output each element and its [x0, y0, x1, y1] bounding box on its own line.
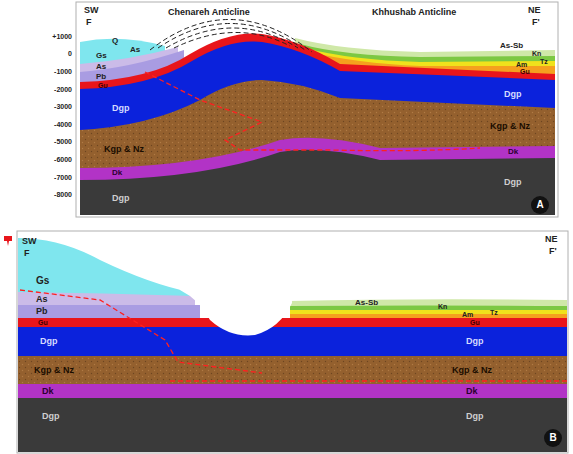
formation-label: Dk	[466, 387, 478, 396]
section-end: F	[24, 249, 30, 258]
section-a-layers	[80, 19, 555, 215]
formation-label: Kgp & Nz	[104, 145, 144, 154]
formation-label: Dk	[42, 387, 54, 396]
formation-label: Kn	[532, 50, 541, 57]
panel-badge	[544, 429, 562, 447]
formation-label: Q	[112, 37, 118, 45]
formation-label: Tz	[540, 58, 548, 65]
section-end: NE	[545, 235, 558, 244]
structure-name: Khhushab Anticline	[372, 8, 456, 17]
section-end: NE	[528, 6, 541, 15]
panel-letter: A	[536, 200, 543, 210]
section-end: F'	[549, 247, 557, 256]
formation-label: Dk	[112, 169, 122, 177]
section-b-layers	[18, 238, 567, 452]
section-end: SW	[84, 6, 99, 15]
section-end: SW	[22, 237, 37, 246]
location-marker	[4, 236, 12, 246]
depth-tick: +1000	[52, 33, 72, 40]
formation-label: Dgp	[112, 194, 130, 203]
formation-label: Dgp	[40, 337, 58, 346]
panel-letter: B	[549, 433, 556, 443]
formation-label: Dgp	[504, 90, 522, 99]
formation-label: Gu	[38, 319, 48, 326]
structure-name: Chenareh Anticline	[168, 8, 250, 17]
formation-label: As	[130, 46, 140, 54]
formation-label: Kgp & Nz	[452, 366, 492, 375]
formation-label: Dgp	[466, 337, 484, 346]
formation-label: Kn	[438, 303, 447, 310]
section-end: F	[86, 18, 92, 27]
formation-label: Tz	[490, 309, 498, 316]
formation-label: Dgp	[466, 412, 484, 421]
panel-frame	[17, 231, 568, 453]
formation-label: Dk	[508, 148, 518, 156]
formation-label: Pb	[96, 73, 106, 81]
formation-label: Kgp & Nz	[490, 122, 530, 131]
formation-label: Gu	[470, 319, 480, 326]
formation-label: As-Sb	[355, 299, 378, 307]
depth-tick: -6000	[54, 156, 72, 163]
formation-label: Dgp	[112, 104, 130, 113]
depth-tick: -8000	[54, 191, 72, 198]
depth-tick: -4000	[54, 121, 72, 128]
formation-label: As-Sb	[500, 42, 523, 50]
formation-label: Am	[516, 61, 527, 68]
depth-tick: 0	[68, 50, 72, 57]
formation-label: Gs	[96, 52, 107, 60]
formation-label: Am	[462, 311, 473, 318]
panel-badge	[531, 196, 549, 214]
formation-label: Kgp & Nz	[34, 366, 74, 375]
formation-label: As	[36, 295, 48, 304]
formation-label: Gu	[98, 82, 108, 89]
depth-tick: -5000	[54, 138, 72, 145]
panel-frame	[76, 2, 558, 217]
depth-tick: -3000	[54, 103, 72, 110]
section-end: F'	[532, 18, 540, 27]
depth-tick: -1000	[54, 68, 72, 75]
formation-label: Pb	[36, 307, 48, 316]
formation-label: Gs	[36, 276, 49, 286]
formation-label: Gu	[520, 68, 530, 75]
depth-tick: -7000	[54, 174, 72, 181]
depth-tick: -2000	[54, 86, 72, 93]
formation-label: As	[96, 63, 106, 71]
formation-label: Dgp	[504, 178, 522, 187]
formation-label: Dgp	[42, 412, 60, 421]
